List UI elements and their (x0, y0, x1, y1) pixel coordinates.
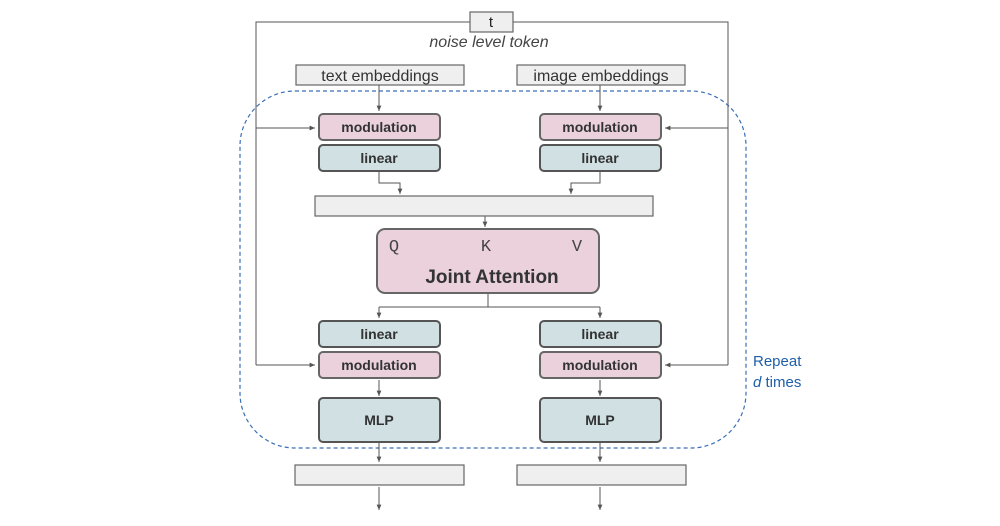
linear-label: linear (360, 150, 398, 166)
modulation-label: modulation (562, 119, 637, 135)
text-linear-top: linear (318, 144, 441, 172)
repeat-label: Repeat (753, 353, 802, 370)
text-output-bar (294, 464, 465, 486)
token-connector-lines (255, 21, 729, 368)
text-embeddings-box: text embeddings (295, 64, 465, 86)
text-linear-bottom: linear (318, 320, 441, 348)
modulation-label: modulation (341, 119, 416, 135)
repeat-times: times (761, 374, 801, 391)
v-label: V (572, 238, 583, 257)
repeat-times-label: d times (753, 374, 801, 391)
k-label: K (481, 238, 492, 257)
token-label: t (489, 14, 494, 31)
flow-connector-lines (376, 85, 603, 510)
repeat-d: d (753, 374, 762, 391)
image-output-bar (516, 464, 687, 486)
image-embeddings-box: image embeddings (516, 64, 686, 86)
image-mlp: MLP (539, 397, 662, 443)
joint-attention-box: Q K V Joint Attention (376, 228, 600, 294)
joint-attention-title: Joint Attention (425, 267, 558, 288)
linear-label: linear (360, 326, 398, 342)
repeat-region (239, 90, 747, 449)
noise-token: t (469, 11, 514, 33)
mlp-label: MLP (364, 412, 394, 428)
text-embeddings-label: text embeddings (321, 68, 438, 85)
text-modulation-bottom: modulation (318, 351, 441, 379)
q-label: Q (389, 238, 399, 257)
image-embeddings-label: image embeddings (533, 68, 668, 85)
image-modulation-top: modulation (539, 113, 662, 141)
concat-bar (314, 195, 654, 217)
text-modulation-top: modulation (318, 113, 441, 141)
linear-label: linear (581, 326, 619, 342)
modulation-label: modulation (341, 357, 416, 373)
mlp-label: MLP (585, 412, 615, 428)
noise-level-caption: noise level token (429, 34, 548, 51)
image-linear-top: linear (539, 144, 662, 172)
text-mlp: MLP (318, 397, 441, 443)
image-linear-bottom: linear (539, 320, 662, 348)
linear-label: linear (581, 150, 619, 166)
image-modulation-bottom: modulation (539, 351, 662, 379)
modulation-label: modulation (562, 357, 637, 373)
